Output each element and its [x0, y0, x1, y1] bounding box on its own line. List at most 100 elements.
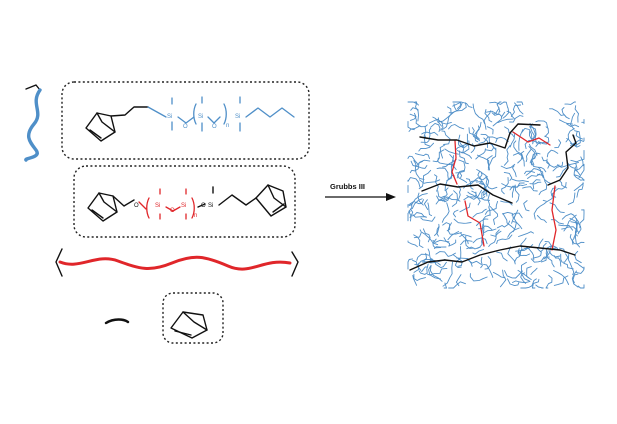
bristle [409, 161, 423, 174]
crosslinker-cartoon [55, 248, 299, 277]
bristle [567, 192, 576, 205]
bristle [442, 222, 451, 232]
black-backbones [409, 123, 577, 271]
bristle [442, 196, 461, 202]
bristle [414, 153, 430, 160]
crosslinker-o-left: O [134, 203, 139, 209]
bristle [424, 125, 427, 140]
bristle [421, 232, 439, 246]
bristle [413, 234, 424, 248]
bristle [524, 170, 536, 175]
bristle [526, 266, 532, 281]
bristle [516, 101, 524, 106]
bristle [466, 246, 481, 250]
macromonomer-box [61, 81, 310, 160]
bristle [512, 221, 523, 230]
bristle [443, 237, 451, 247]
bristle [484, 228, 497, 233]
bristle [501, 182, 525, 188]
bristle [407, 204, 413, 208]
bristle [472, 249, 485, 255]
bristle [489, 206, 499, 225]
bristle [441, 202, 450, 223]
bristle [537, 166, 544, 179]
bristle [414, 101, 419, 106]
bristle [536, 173, 551, 184]
bristle [423, 252, 428, 265]
bristle [573, 174, 585, 182]
macromonomer-si-2: Si [198, 114, 203, 120]
bristle [512, 152, 523, 164]
bristle [472, 208, 487, 218]
bristle [471, 127, 479, 141]
bristle [487, 147, 497, 168]
bristle [496, 101, 502, 112]
bristle [412, 214, 427, 218]
bristle [467, 191, 486, 200]
bristle [567, 162, 577, 172]
bristle [570, 112, 576, 130]
bristle [493, 107, 500, 115]
bristle [448, 239, 457, 247]
bristle [435, 251, 456, 257]
bristle [460, 151, 473, 159]
bristle [558, 224, 574, 231]
norbornene-ring [85, 112, 116, 142]
bristle [487, 155, 493, 171]
crosslinker-si-3: Si [208, 203, 213, 209]
bristle [408, 203, 413, 222]
bristle [480, 256, 483, 269]
bristle [558, 180, 568, 189]
bristle [453, 102, 467, 112]
bristle [532, 247, 542, 259]
bristle [529, 181, 542, 185]
bristle [413, 273, 426, 281]
bristle [408, 125, 420, 132]
bristle [412, 259, 422, 271]
bristle [570, 137, 585, 147]
bristle [520, 278, 537, 289]
bristle [507, 278, 520, 287]
bristle [485, 175, 498, 190]
bristle [459, 232, 469, 245]
crosslinker-o-1: O [170, 208, 175, 214]
bristle [422, 228, 431, 243]
bristle [439, 144, 446, 159]
bristle [500, 163, 516, 169]
bristle [576, 182, 584, 198]
bristle [482, 214, 491, 234]
bristle [427, 202, 433, 217]
bristle [501, 211, 514, 219]
bristle [512, 280, 531, 284]
bristle [549, 108, 567, 118]
bristle [477, 170, 483, 183]
macromonomer-si-1: Si [167, 114, 172, 120]
bristle [470, 176, 488, 185]
bristle [579, 209, 585, 229]
red-crosslinks [451, 131, 557, 251]
bristle [546, 158, 560, 168]
bristle [432, 116, 442, 127]
crosslinker-pdms-segment [146, 188, 195, 220]
bristle [436, 195, 451, 202]
bristle [529, 153, 538, 164]
bristle [436, 167, 449, 180]
bristle [554, 139, 562, 149]
bristle [517, 248, 531, 257]
macromonomer-o-2: O [212, 124, 217, 130]
bristle [475, 148, 486, 160]
bristle [525, 148, 532, 163]
bristle [575, 162, 581, 176]
bristle [571, 270, 579, 288]
bristle [407, 210, 411, 222]
bristle [407, 177, 421, 188]
bristle [414, 258, 433, 265]
bristle [545, 245, 557, 250]
bristle [417, 192, 424, 206]
bristle [560, 253, 569, 263]
bristle [428, 118, 452, 125]
bristle [545, 248, 555, 268]
crosslinker-si-1: Si [155, 203, 160, 209]
bristle [423, 199, 429, 210]
bristle [437, 117, 444, 131]
